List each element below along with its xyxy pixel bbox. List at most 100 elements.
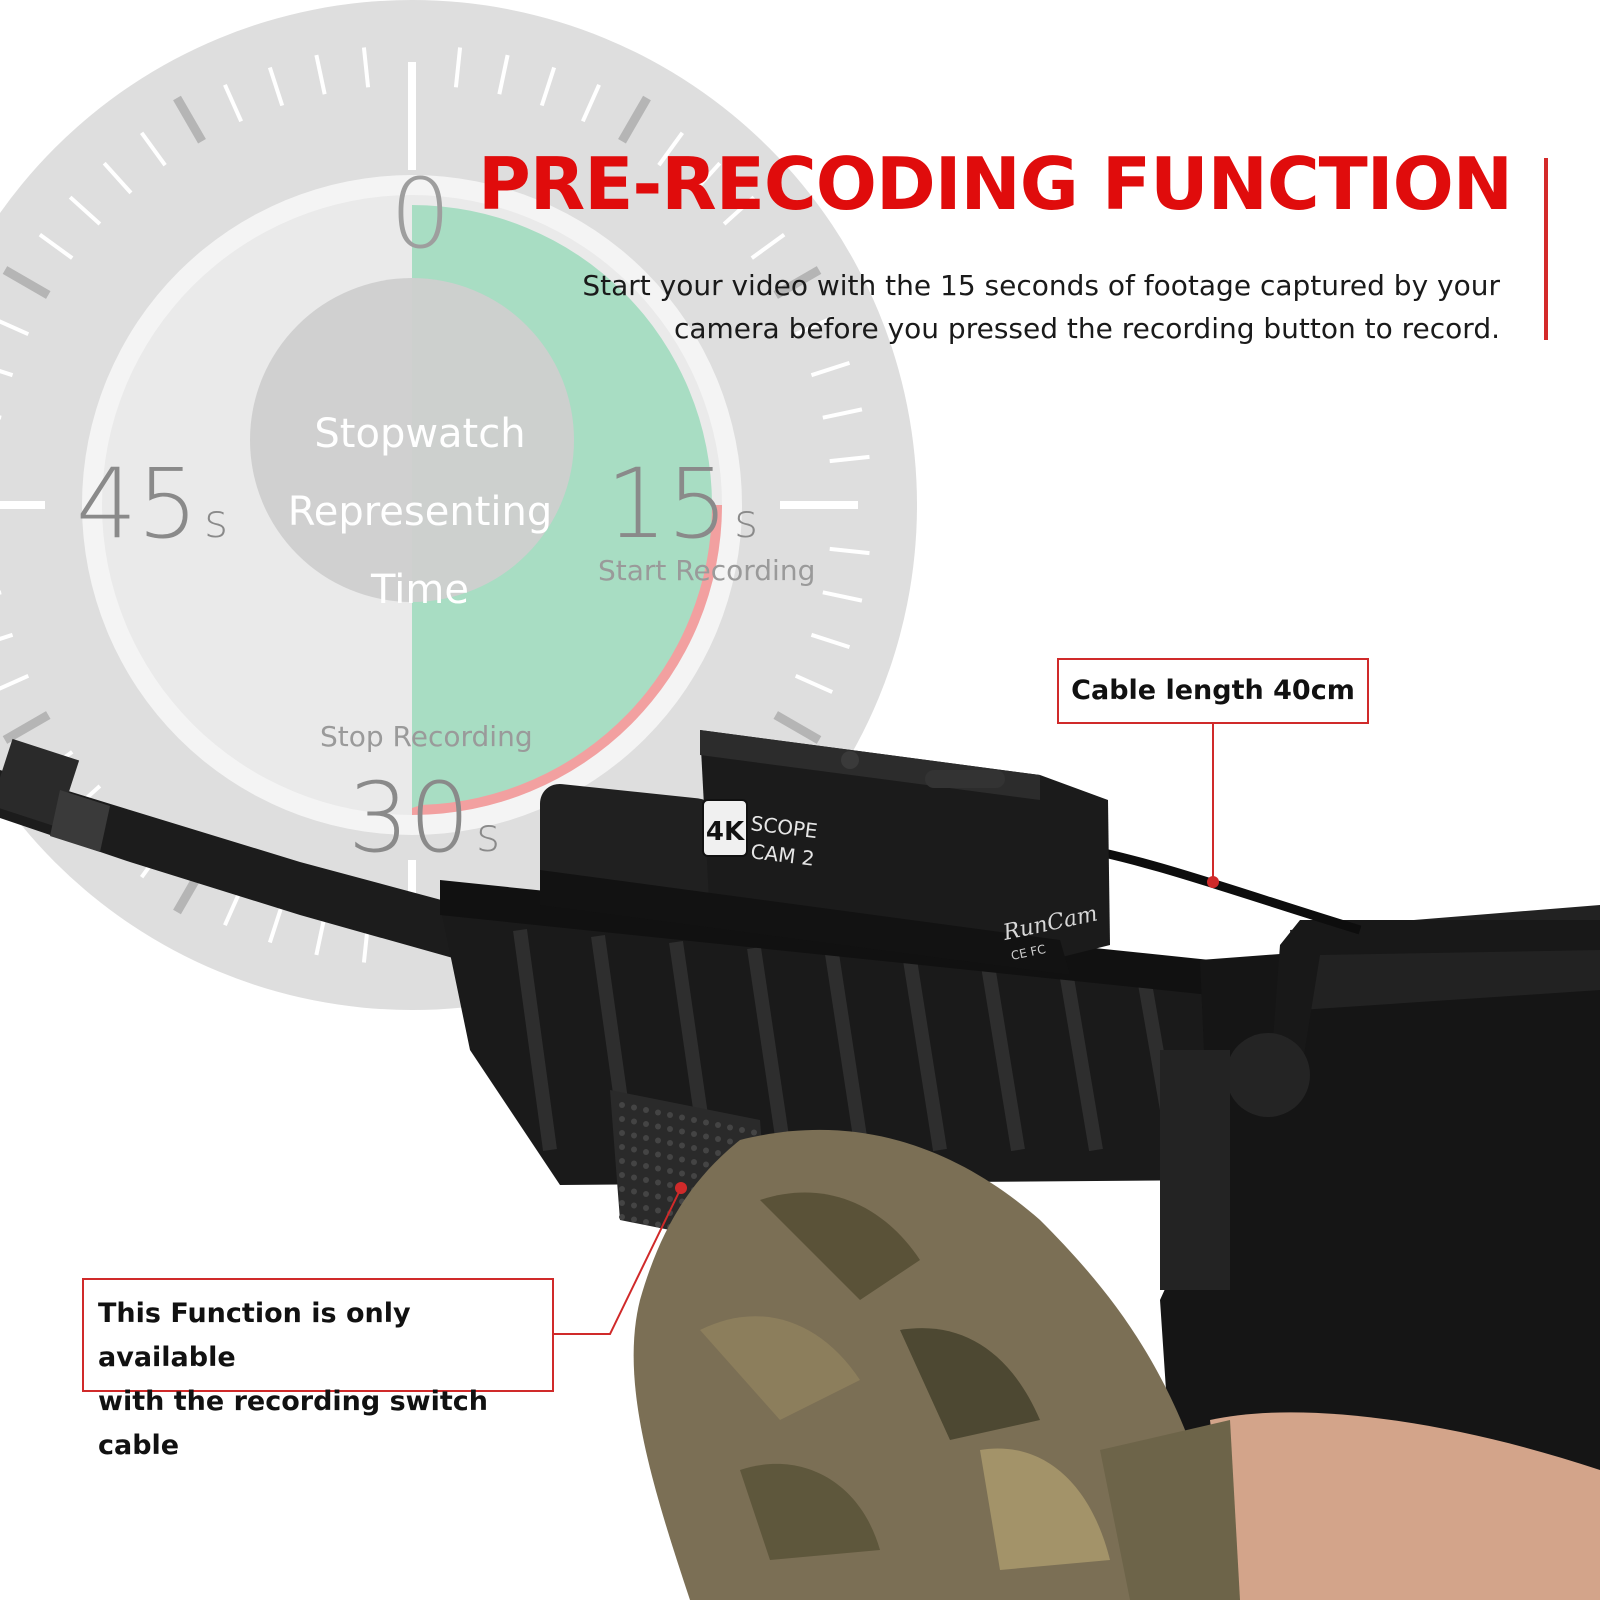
- grip-texture-dot: [667, 1126, 673, 1132]
- dial-tick: [0, 319, 30, 336]
- dial-tick: [0, 369, 14, 378]
- grip-texture-dot: [655, 1123, 661, 1130]
- handguard-rib: [1059, 970, 1103, 1152]
- grip-texture-dot: [655, 1151, 661, 1158]
- dial-tick: [102, 161, 133, 195]
- grip-texture-dot: [703, 1147, 709, 1154]
- grip-texture-dot: [655, 1165, 661, 1172]
- dial-tick: [267, 903, 285, 944]
- grip-texture-dot: [643, 1205, 649, 1211]
- page-title: PRE-RECODING FUNCTION: [478, 142, 1513, 226]
- dial-tick: [794, 674, 834, 694]
- grip-texture-dot: [655, 1207, 661, 1214]
- grip-texture-dot: [727, 1124, 733, 1131]
- dial-tick: [2, 266, 51, 299]
- grip-texture-dot: [631, 1132, 637, 1139]
- dial-tick: [810, 632, 851, 650]
- grip-texture-dot: [643, 1107, 649, 1113]
- grip-texture-dot: [643, 1163, 649, 1169]
- grip-texture-dot: [619, 1186, 625, 1192]
- grip-texture-dot: [679, 1128, 685, 1135]
- grip-texture-dot: [667, 1196, 673, 1202]
- accent-rule: [1544, 158, 1548, 340]
- description-line2: camera before you pressed the recording …: [673, 312, 1500, 345]
- grip-texture-dot: [751, 1129, 757, 1136]
- handguard-rib: [981, 964, 1025, 1152]
- grip-texture-dot: [703, 1161, 709, 1168]
- stopwatch-label-line2: Representing: [287, 489, 553, 535]
- grip-texture-dot: [643, 1121, 649, 1127]
- dial-tick: [314, 915, 327, 956]
- grip-texture-dot: [667, 1168, 673, 1174]
- stopwatch-label-line3: Time: [371, 567, 469, 613]
- grip-texture-dot: [667, 1112, 673, 1118]
- handguard-rib: [825, 952, 869, 1152]
- grip-texture-dot: [715, 1122, 721, 1128]
- grip-texture-dot: [619, 1144, 625, 1150]
- handguard-rib: [747, 946, 791, 1152]
- dial-tick: [68, 195, 102, 226]
- description-line1: Start your video with the 15 seconds of …: [582, 269, 1500, 302]
- grip-texture-dot: [643, 1149, 649, 1155]
- dial-tick: [829, 546, 870, 556]
- function-note-callout: This Function is only available with the…: [82, 1278, 554, 1461]
- dial-cardinal-marks: [0, 62, 858, 905]
- grip-texture-dot: [619, 1158, 625, 1164]
- start-recording-label: Start Recording: [598, 554, 816, 587]
- grip-texture-dot: [667, 1140, 673, 1146]
- grip-texture-dot: [691, 1159, 697, 1165]
- grip-texture-dot: [631, 1160, 637, 1167]
- grip-texture-dot: [619, 1116, 625, 1122]
- description: Start your video with the 15 seconds of …: [520, 264, 1500, 350]
- camera-badge: 4K: [706, 817, 745, 847]
- dial-tick: [38, 233, 74, 260]
- dial-tick: [794, 316, 834, 336]
- cable-length-text: Cable length 40cm: [1071, 675, 1355, 706]
- grip-texture-dot: [619, 1102, 625, 1108]
- stopwatch-label-line1: Stopwatch: [314, 411, 526, 457]
- dial-tick: [822, 590, 863, 603]
- dial-hub: [250, 278, 574, 602]
- grip-texture-dot: [655, 1179, 661, 1186]
- grip-texture-dot: [691, 1145, 697, 1151]
- scope-camera: 4K SCOPE CAM 2 RunCam CE FC: [540, 730, 1110, 975]
- handguard-rib: [513, 929, 557, 1151]
- dial-tick: [691, 161, 722, 195]
- grip-texture-dot: [643, 1219, 649, 1225]
- dial-tick: [657, 131, 684, 167]
- grip-pointer-dot: [675, 1182, 687, 1194]
- grip-texture-dot: [691, 1173, 697, 1179]
- dial-tick: [829, 454, 870, 464]
- grip-texture-dot: [655, 1193, 661, 1200]
- grip-texture-dot: [655, 1109, 661, 1116]
- grip-texture-dot: [631, 1174, 637, 1181]
- dial-tick: [223, 83, 243, 123]
- grip-texture-dot: [679, 1156, 685, 1163]
- grip-texture-dot: [679, 1142, 685, 1149]
- grip-texture-dot: [679, 1170, 685, 1177]
- grip-texture-dot: [631, 1216, 637, 1223]
- dial-tick: [750, 233, 786, 260]
- dial-tick: [618, 95, 651, 144]
- grip-texture-dot: [715, 1136, 721, 1142]
- grip-texture-dot: [631, 1118, 637, 1125]
- grip-texture-dot: [619, 1214, 625, 1220]
- dial-tick: [0, 632, 14, 641]
- dial-tick: [140, 131, 167, 167]
- grip-texture-dot: [667, 1154, 673, 1160]
- dial-tick: [267, 66, 285, 107]
- grip-texture-dot: [655, 1137, 661, 1144]
- grip-texture-dot: [619, 1130, 625, 1136]
- dial-mark-0: 0: [390, 158, 452, 270]
- grip-texture-dot: [643, 1135, 649, 1141]
- stopwatch-label: Stopwatch Representing Time: [255, 395, 585, 629]
- dial-tick: [773, 266, 822, 299]
- cable-length-callout: Cable length 40cm: [1057, 658, 1369, 724]
- cable-pointer-dot: [1207, 876, 1219, 888]
- grip-texture-dot: [703, 1119, 709, 1126]
- dial-tick: [2, 711, 51, 744]
